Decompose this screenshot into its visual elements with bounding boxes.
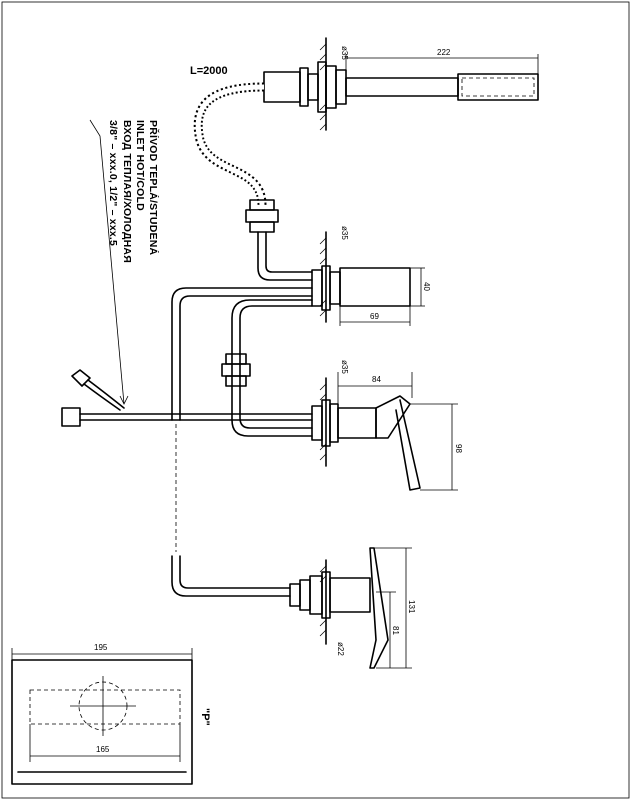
pipework xyxy=(61,231,313,597)
shower-hose xyxy=(193,82,279,233)
dim-spout-height: 131 xyxy=(407,600,416,614)
bath-spout: 131 81 ø22 xyxy=(289,547,416,669)
inlet-label-line3: ВХОД ТЕПЛАЯ/ХОЛОДНАЯ xyxy=(121,120,133,263)
inlet-label-line2: INLET HOT/COLD xyxy=(134,120,146,211)
view-label: "P" xyxy=(199,708,211,726)
dim-spout-wall-dia: ø22 xyxy=(336,642,345,656)
dim-mixer-wall-dia: ø35 xyxy=(340,360,349,374)
cover-plate-view: 195 165 xyxy=(11,643,193,785)
dim-spout-reach: 81 xyxy=(391,626,400,635)
dim-mixer-depth: 84 xyxy=(372,375,381,384)
dim-mixer-height: 98 xyxy=(454,444,463,453)
dim-diverter-height: 40 xyxy=(422,282,431,291)
inlet-label-line1: PŘÍVOD TEPLÁ/STUDENÁ xyxy=(147,120,160,255)
diverter: 40 69 ø35 xyxy=(311,226,431,326)
inlet-label-line4: 3/8" – xxx.0, 1/2" – xxx.5 xyxy=(107,120,119,246)
dim-hand-shower-length: 222 xyxy=(437,48,451,57)
hose-length-label: L=2000 xyxy=(190,65,228,77)
dim-diverter-depth: 69 xyxy=(370,312,379,321)
hand-shower: 222 ø35 xyxy=(263,37,539,131)
inlet-label: PŘÍVOD TEPLÁ/STUDENÁ INLET HOT/COLD ВХОД… xyxy=(107,120,160,263)
dim-hand-shower-wall-dia: ø35 xyxy=(340,46,349,60)
dim-plate-inner: 165 xyxy=(96,745,110,754)
dim-plate-width: 195 xyxy=(94,643,108,652)
inlet-leader xyxy=(89,119,125,405)
mixer-valve: 84 98 ø35 xyxy=(311,360,463,491)
dim-diverter-wall-dia: ø35 xyxy=(340,226,349,240)
